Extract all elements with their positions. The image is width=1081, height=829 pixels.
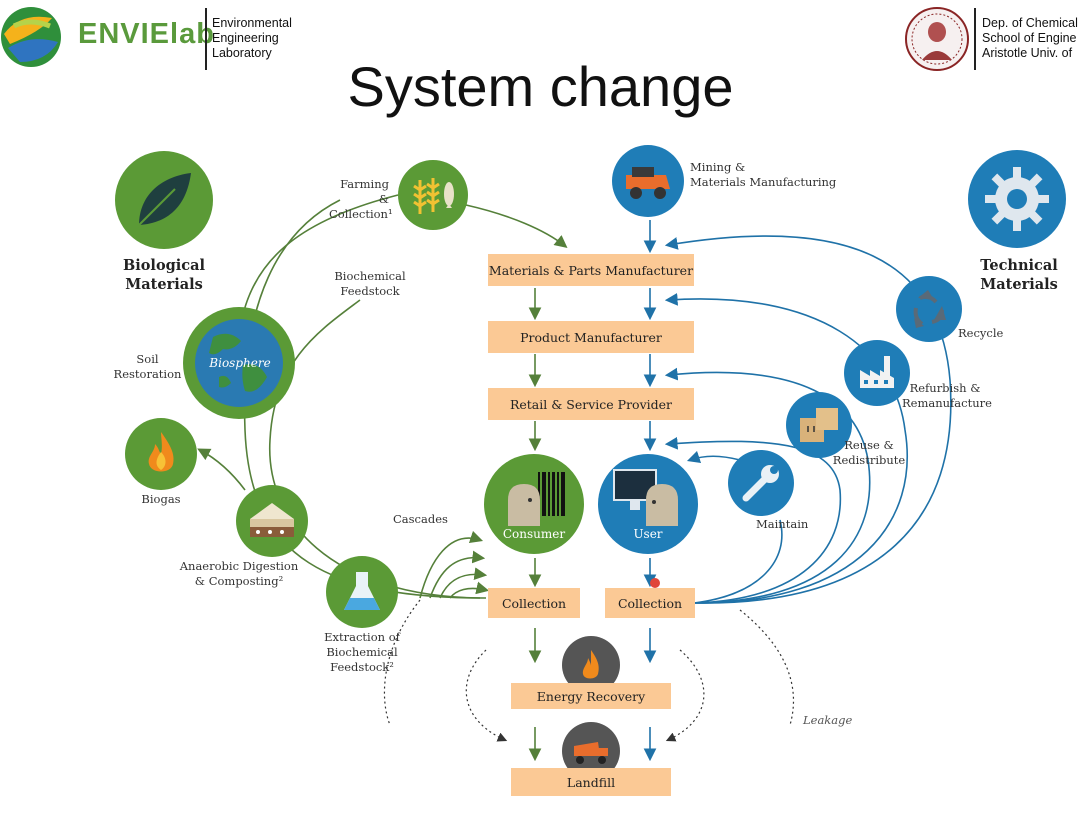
- biosphere-label: Biosphere: [209, 356, 271, 370]
- header-divider-right: [974, 8, 976, 70]
- user-label: User: [633, 527, 663, 541]
- biochemical-feedstock-label: Biochemical Feedstock: [330, 269, 410, 299]
- computer-person-icon: [598, 454, 698, 554]
- biochem-line-1: Biochemical: [334, 269, 406, 283]
- technical-line-2: Materials: [980, 276, 1058, 293]
- retail-service-box: Retail & Service Provider: [488, 388, 694, 420]
- page-title: System change: [347, 55, 734, 118]
- reuse-line-1: Reuse &: [844, 438, 894, 452]
- flame-icon: [562, 636, 620, 694]
- cursor-pointer-dot: [650, 578, 660, 588]
- refurbish-line-1: Refurbish &: [909, 381, 981, 395]
- leakage-label: Leakage: [803, 713, 853, 727]
- mining-label: Mining & Materials Manufacturing: [690, 160, 836, 190]
- anaerobic-line-2: & Composting²: [194, 574, 284, 588]
- mining-truck-icon: [612, 145, 684, 217]
- energy-recovery-box: Energy Recovery: [511, 683, 671, 709]
- technical-line-1: Technical: [980, 257, 1058, 274]
- lab-name-line-3: Laboratory: [212, 46, 272, 60]
- university-seal: [904, 6, 970, 72]
- mining-line-1: Mining &: [690, 160, 746, 174]
- biological-line-2: Materials: [125, 276, 203, 293]
- wrench-icon: [728, 450, 794, 516]
- biochem-line-2: Feedstock: [340, 284, 400, 298]
- materials-parts-box: Materials & Parts Manufacturer: [488, 254, 694, 286]
- soil-line-2: Restoration: [113, 367, 182, 381]
- refurbish-label: Refurbish & Remanufacture: [902, 381, 992, 411]
- extraction-label: Extraction of Biochemical Feedstock²: [318, 630, 406, 675]
- cascades-label: Cascades: [393, 512, 448, 526]
- reuse-label: Reuse & Redistribute: [832, 438, 906, 468]
- biological-materials-heading: Biological Materials: [110, 256, 218, 294]
- soil-line-1: Soil: [136, 352, 159, 366]
- envlab-logo: [0, 4, 200, 70]
- dump-truck-icon: [562, 722, 620, 780]
- boxes-icon: [786, 392, 852, 458]
- extraction-line-1: Extraction of: [324, 630, 400, 644]
- mining-line-2: Materials Manufacturing: [690, 175, 837, 189]
- lab-logo-text: ENVIElab: [78, 18, 215, 50]
- refurbish-line-2: Remanufacture: [902, 396, 992, 410]
- compost-soil-icon: [236, 485, 308, 557]
- barcode-person-icon: [484, 454, 584, 554]
- factory-icon: [844, 340, 910, 406]
- soil-restoration-label: Soil Restoration: [110, 352, 185, 382]
- extraction-line-2: Biochemical: [326, 645, 398, 659]
- technical-materials-heading: Technical Materials: [965, 256, 1073, 294]
- dept-line-3: Aristotle Univ. of: [982, 46, 1073, 60]
- dept-line-1: Dep. of Chemical: [982, 16, 1078, 30]
- lab-name-line-2: Engineering: [212, 31, 279, 45]
- flame-icon: [125, 418, 197, 490]
- biological-line-1: Biological: [123, 257, 205, 274]
- anaerobic-line-1: Anaerobic Digestion: [179, 559, 299, 573]
- department-name: Dep. of Chemical School of Engine Aristo…: [982, 16, 1078, 61]
- reuse-line-2: Redistribute: [832, 453, 906, 467]
- flask-icon: [326, 556, 398, 628]
- farming-line-2: Collection¹: [329, 207, 393, 221]
- biogas-label: Biogas: [141, 492, 181, 506]
- gear-icon: [968, 150, 1066, 248]
- globe-icon: [183, 307, 295, 419]
- farming-label: Farming & Collection¹: [329, 177, 393, 222]
- wheat-fish-icon: [398, 160, 468, 230]
- lab-name-line-1: Environmental: [212, 16, 292, 30]
- anaerobic-digestion-label: Anaerobic Digestion & Composting²: [176, 559, 302, 589]
- collection-tech-box: Collection: [605, 588, 695, 618]
- consumer-label: Consumer: [502, 527, 566, 541]
- leaf-icon: [115, 151, 213, 249]
- header-divider: [205, 8, 207, 70]
- extraction-line-3: Feedstock²: [330, 660, 394, 674]
- farming-line-1: Farming &: [340, 177, 389, 206]
- lab-name: Environmental Engineering Laboratory: [212, 16, 292, 61]
- product-manufacturer-box: Product Manufacturer: [488, 321, 694, 353]
- recycle-icon: [896, 276, 962, 342]
- recycle-label: Recycle: [958, 326, 1004, 340]
- dept-line-2: School of Engine: [982, 31, 1077, 45]
- landfill-box: Landfill: [511, 768, 671, 796]
- collection-bio-box: Collection: [488, 588, 580, 618]
- maintain-label: Maintain: [756, 517, 809, 531]
